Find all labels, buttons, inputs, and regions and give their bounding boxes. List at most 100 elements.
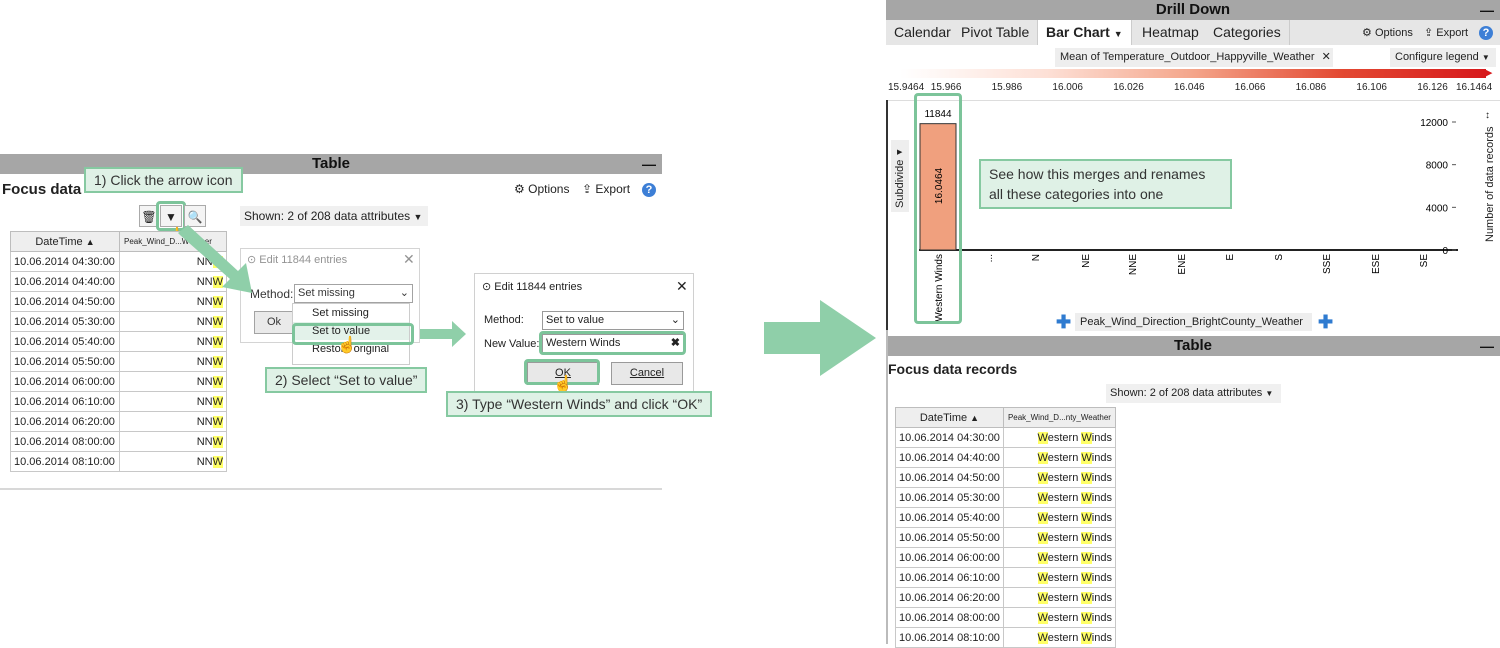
configure-legend-dropdown[interactable]: Configure legend ▼	[1390, 48, 1496, 67]
col-datetime[interactable]: DateTime ▲	[895, 407, 1004, 428]
datetime-cell: 10.06.2014 04:50:00	[10, 291, 120, 312]
legend-chip[interactable]: Mean of Temperature_Outdoor_Happyville_W…	[1055, 48, 1333, 67]
dialog2-method-label: Method:	[484, 314, 524, 326]
wind-cell: NNW	[119, 431, 227, 452]
resize-icon[interactable]: ↕	[1485, 110, 1490, 121]
legend-tick-label: 16.006	[1052, 82, 1083, 93]
x-attribute-dropdown[interactable]: Peak_Wind_Direction_BrightCounty_Weather…	[1075, 313, 1312, 345]
dialog2-method-select[interactable]: Set to value⌄	[542, 311, 684, 330]
drill-options-button[interactable]: ⚙ Options	[1362, 27, 1413, 39]
dialog1-close-icon[interactable]: ✕	[403, 251, 415, 267]
search-icon[interactable]: 🔍	[184, 205, 206, 227]
wind-cell: Western Winds	[1002, 547, 1116, 568]
dialog2-cancel-button[interactable]: Cancel	[611, 362, 683, 385]
drill-titlebar: Drill Down —	[886, 0, 1500, 20]
wind-cell: Western Winds	[1002, 627, 1116, 648]
add-right-icon[interactable]: ✚	[1318, 312, 1334, 332]
datetime-cell: 10.06.2014 06:00:00	[10, 371, 120, 392]
x-tick-label: S	[1274, 254, 1285, 261]
tab-bar-chart[interactable]: Bar Chart ▼	[1038, 20, 1132, 45]
minimize-button[interactable]: —	[1480, 338, 1494, 354]
datetime-cell: 10.06.2014 04:40:00	[895, 447, 1004, 468]
bar-inner-label: 16.0464	[934, 167, 945, 204]
wind-cell: NNW	[119, 371, 227, 392]
left-help-icon[interactable]: ?	[642, 182, 656, 197]
menu-item-set-missing[interactable]: Set missing	[312, 307, 369, 319]
tab-heatmap[interactable]: Heatmap	[1134, 20, 1208, 45]
x-tick-label: NE	[1081, 254, 1092, 268]
left-options-button[interactable]: ⚙ Options	[514, 182, 570, 196]
minimize-button[interactable]: —	[1480, 2, 1494, 18]
left-shown-dropdown[interactable]: Shown: 2 of 208 data attributes ▼	[240, 206, 428, 226]
menu-item-set-to-value[interactable]: Set to value	[293, 322, 409, 340]
right-panel-edge	[886, 330, 888, 644]
col-wind[interactable]: Peak_Wind_D...nty_Weather	[1002, 407, 1116, 428]
menu-item-restore-original[interactable]: Restore original	[312, 343, 390, 355]
minimize-button[interactable]: —	[642, 156, 656, 172]
col-datetime[interactable]: DateTime ▲	[10, 231, 120, 252]
add-left-icon[interactable]: ✚	[1056, 312, 1072, 332]
left-export-button[interactable]: ⇪ Export	[582, 182, 631, 196]
chevron-down-icon: ▼	[1113, 29, 1123, 39]
hand-cursor-icon: ☝	[553, 376, 573, 393]
legend-tick-label: 16.106	[1356, 82, 1387, 93]
gear-icon: ⚙	[1362, 27, 1372, 39]
wind-cell: NNW	[119, 331, 227, 352]
right-table-title: Table	[1173, 337, 1213, 354]
tab-calendar[interactable]: Calendar	[886, 20, 960, 45]
wind-cell: Western Winds	[1002, 527, 1116, 548]
tab-categories[interactable]: Categories	[1205, 20, 1290, 45]
dialog1-method-label: Method:	[250, 287, 294, 301]
right-shown-dropdown[interactable]: Shown: 2 of 208 data attributes ▼	[1106, 384, 1281, 403]
subdivide-button[interactable]	[891, 140, 909, 212]
datetime-cell: 10.06.2014 04:30:00	[895, 427, 1004, 448]
dropdown-arrow-button[interactable]: ▼	[160, 205, 182, 227]
wind-cell: Western Winds	[1002, 467, 1116, 488]
delete-icon[interactable]: 🗑	[139, 205, 159, 227]
right-focus-label: Focus data records	[888, 361, 1018, 377]
drill-export-button[interactable]: ⇪ Export	[1424, 27, 1469, 39]
wind-cell: NNW	[119, 291, 227, 312]
dialog2-close-icon[interactable]: ✕	[676, 278, 688, 294]
app-logo-icon: ⊙	[247, 254, 257, 266]
x-tick-label: NNE	[1128, 254, 1139, 275]
wind-cell: Western Winds	[1002, 507, 1116, 528]
dialog1-ok-button[interactable]: Ok	[254, 311, 294, 334]
dialog1-method-select[interactable]: Set missing⌄	[294, 284, 413, 303]
wind-cell: NNW	[119, 391, 227, 412]
dialog1-title: ⊙ Edit 11844 entries	[247, 254, 348, 266]
chevron-down-icon: ▼	[1265, 389, 1274, 398]
tab-pivot-table[interactable]: Pivot Table	[953, 20, 1039, 45]
wind-cell: Western Winds	[1002, 447, 1116, 468]
wind-cell: Western Winds	[1002, 567, 1116, 588]
datetime-cell: 10.06.2014 05:30:00	[10, 311, 120, 332]
wind-cell: Western Winds	[1002, 487, 1116, 508]
sort-asc-icon: ▲	[970, 412, 980, 423]
datetime-cell: 10.06.2014 05:50:00	[10, 351, 120, 372]
x-tick-label: ...	[984, 254, 995, 262]
drill-help-icon[interactable]: ?	[1479, 25, 1493, 40]
